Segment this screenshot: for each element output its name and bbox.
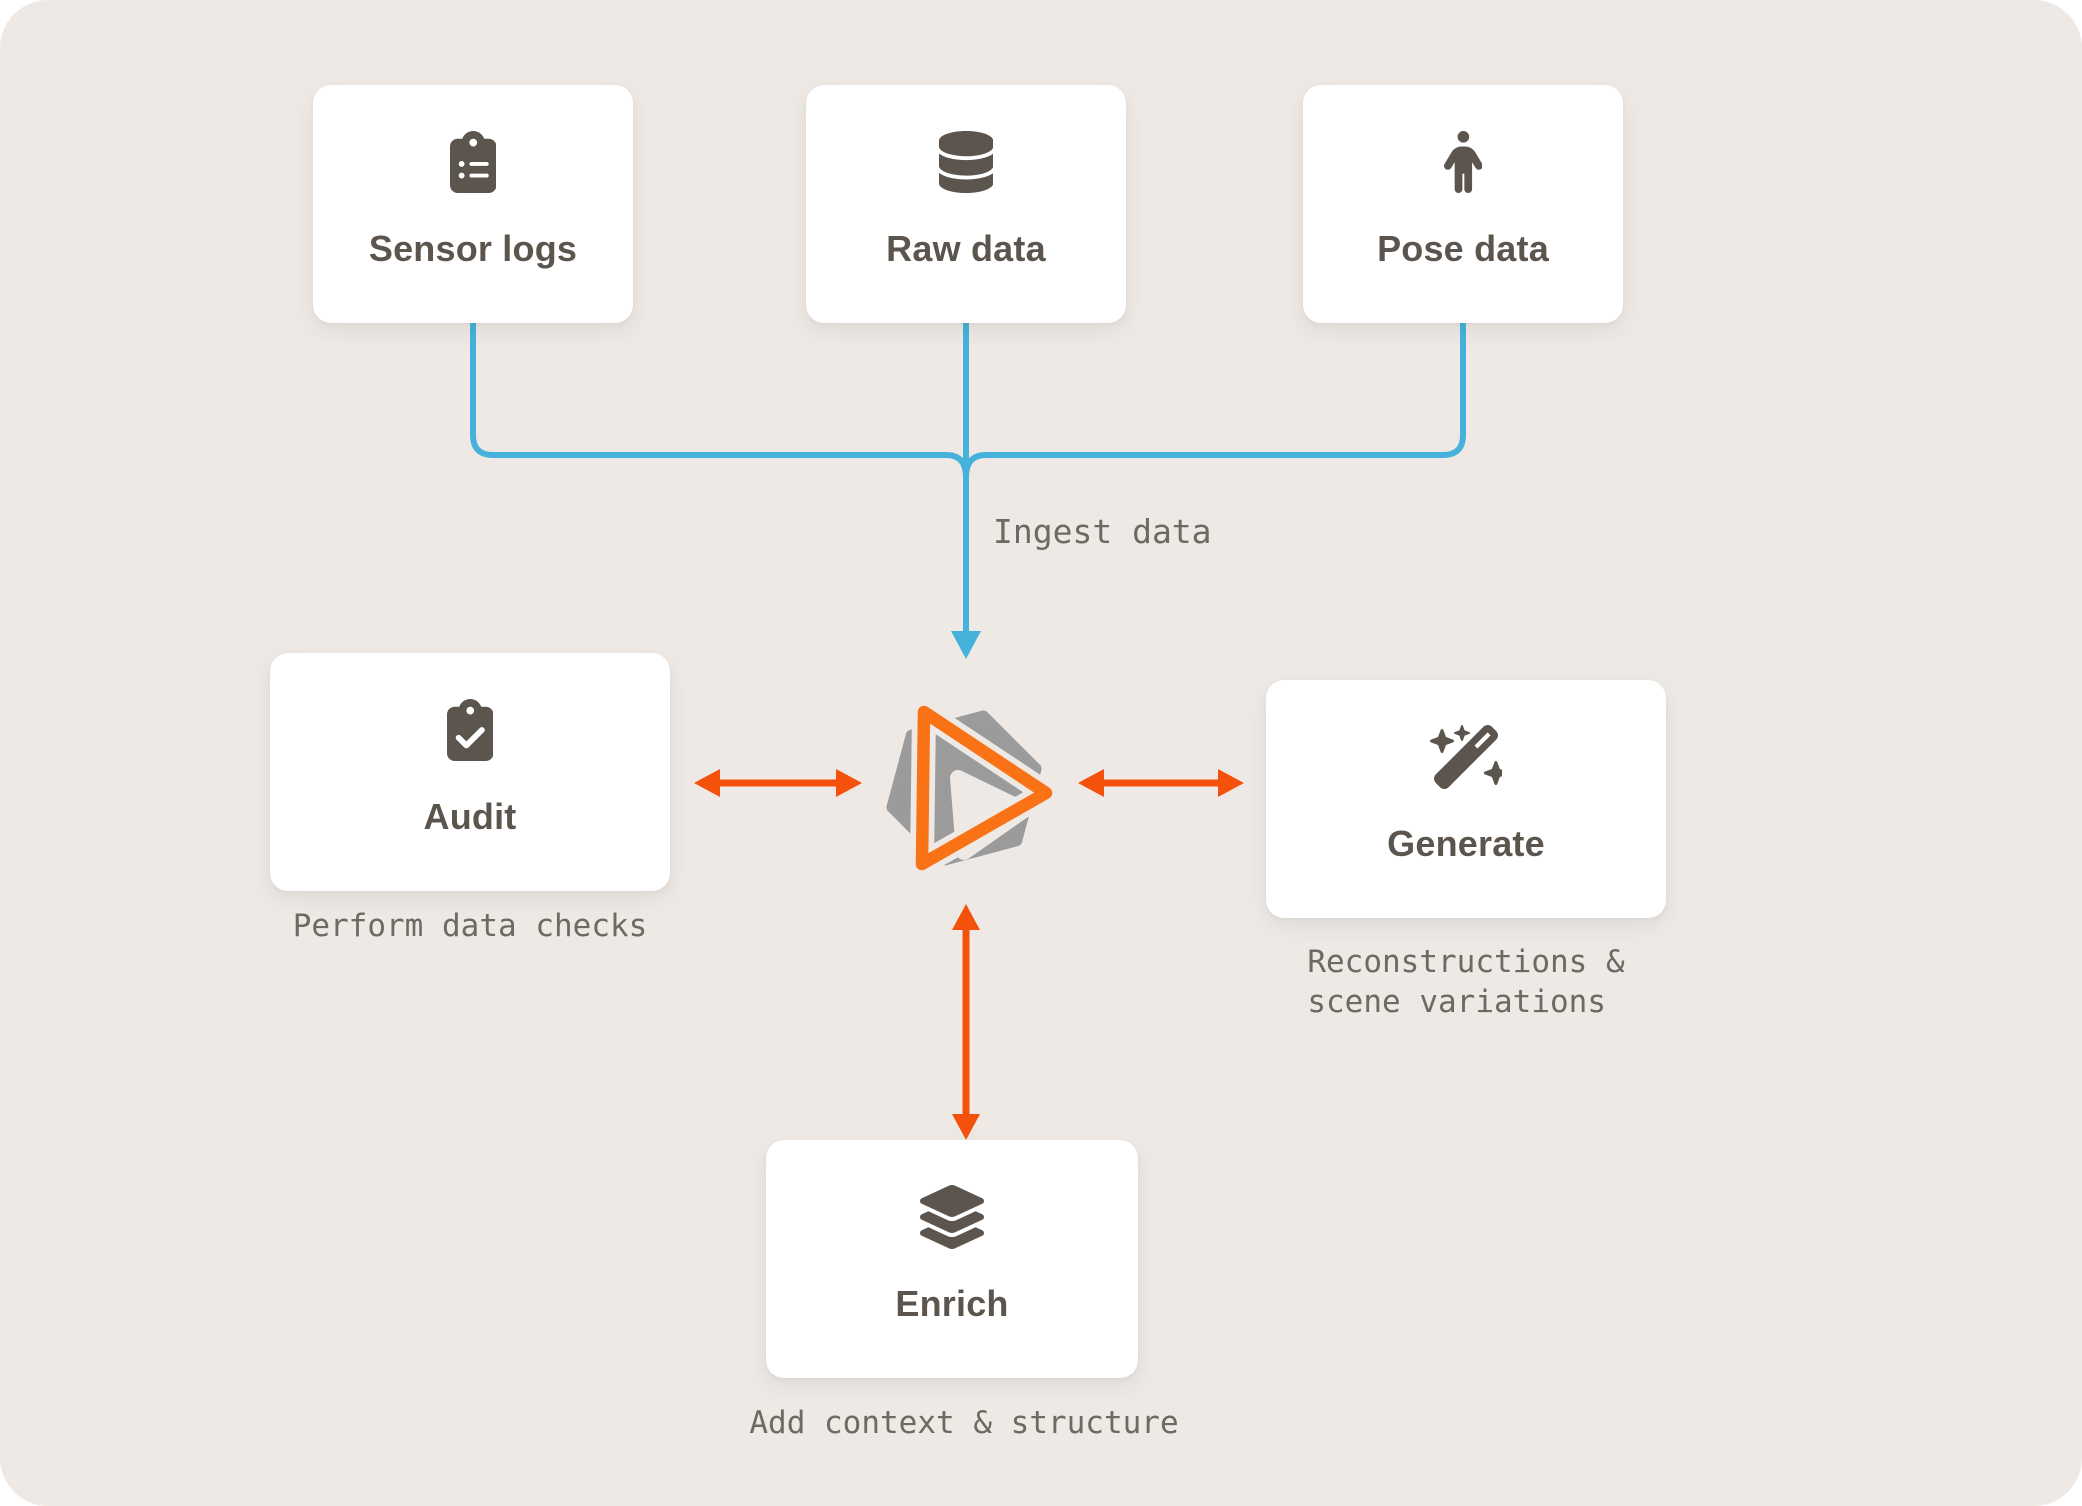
audit-caption: Perform data checks <box>292 908 648 944</box>
node-label-raw-data: Raw data <box>886 228 1046 269</box>
node-label-generate: Generate <box>1387 823 1545 864</box>
enrich-hub-arrowhead-bottom <box>952 1114 980 1140</box>
generate-hub-arrowhead-right <box>1218 769 1244 797</box>
generate-caption: Reconstructions & scene variations <box>1307 944 1625 1020</box>
platform-hexagon-play-logo <box>886 700 1056 876</box>
node-card-audit: Audit <box>270 653 670 891</box>
layers-icon <box>916 1185 988 1249</box>
ingest-edge-label: Ingest data <box>993 512 1212 551</box>
node-card-sensor-logs: Sensor logs <box>313 85 633 323</box>
node-label-sensor-logs: Sensor logs <box>368 228 578 269</box>
ingest-arrowhead <box>951 631 981 659</box>
node-card-enrich: Enrich <box>766 1140 1138 1378</box>
audit-hub-arrowhead-left <box>694 769 720 797</box>
enrich-caption: Add context & structure <box>749 1405 1179 1441</box>
audit-hub-arrowhead-right <box>836 769 862 797</box>
person-icon <box>1443 131 1483 193</box>
ingest-connector-right <box>963 323 1466 478</box>
node-label-audit: Audit <box>423 796 517 837</box>
node-card-pose-data: Pose data <box>1303 85 1623 323</box>
magic-wand-sparkles-icon <box>1430 725 1502 789</box>
node-label-pose-data: Pose data <box>1377 228 1549 269</box>
database-icon <box>938 131 994 193</box>
node-card-raw-data: Raw data <box>806 85 1126 323</box>
clipboard-check-icon <box>446 699 494 761</box>
generate-hub-arrowhead-left <box>1078 769 1104 797</box>
enrich-hub-arrowhead-top <box>952 904 980 930</box>
ingest-connector-left <box>470 323 969 478</box>
node-card-generate: Generate <box>1266 680 1666 918</box>
clipboard-list-icon <box>449 131 497 193</box>
node-label-enrich: Enrich <box>895 1283 1009 1324</box>
